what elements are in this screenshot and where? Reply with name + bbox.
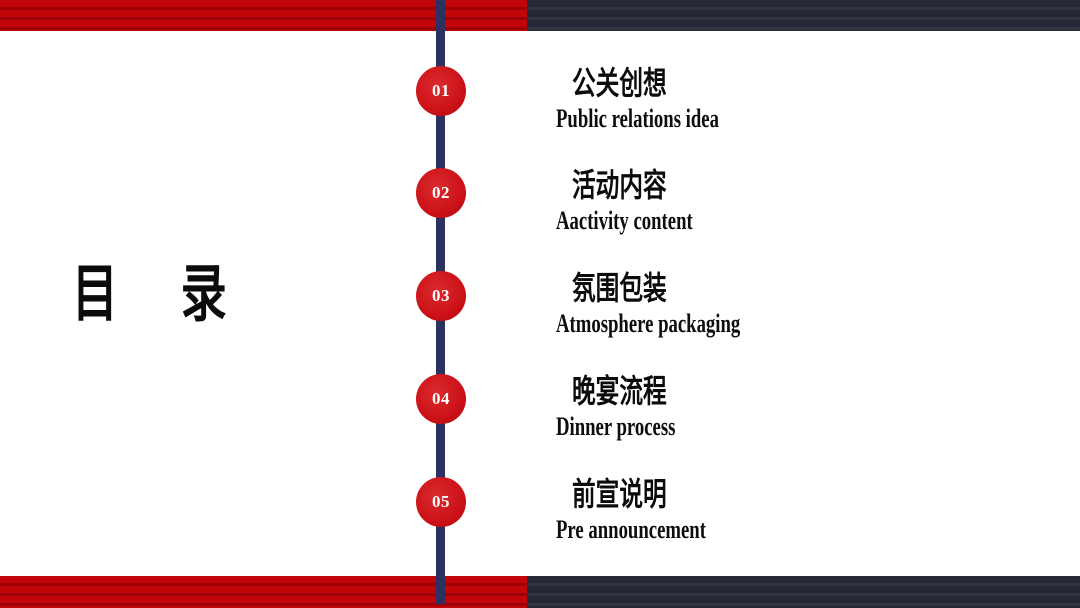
item-3-number-badge: 03	[416, 271, 466, 321]
top-bar-dark	[527, 0, 1080, 31]
page-title: 目 录	[72, 255, 227, 335]
item-2-number-badge: 02	[416, 168, 466, 218]
item-3-number: 03	[432, 286, 450, 305]
item-1-number-badge: 01	[416, 66, 466, 116]
page-title-char-1: 目	[72, 261, 118, 329]
item-5-number-badge: 05	[416, 477, 466, 527]
item-4-number-badge: 04	[416, 374, 466, 424]
toc-item-1[interactable]: 01 公关创想 Public relations idea	[0, 40, 1080, 142]
item-1-title-zh: 公关创想	[572, 65, 667, 101]
page-title-char-2: 录	[180, 261, 227, 329]
item-1-number: 01	[432, 81, 450, 100]
item-4-title-en: Dinner process	[556, 412, 676, 441]
toc-item-3[interactable]: 03 氛围包装 Atmosphere packaging	[0, 245, 1080, 347]
toc-item-5[interactable]: 05 前宣说明 Pre announcement	[0, 451, 1080, 553]
item-5-title-en: Pre announcement	[556, 515, 706, 544]
item-1-title-en: Public relations idea	[556, 104, 719, 133]
top-bar-red	[0, 0, 527, 31]
bottom-bar-red	[0, 576, 527, 608]
item-5-number: 05	[432, 492, 450, 511]
toc-item-2[interactable]: 02 活动内容 Aactivity content	[0, 142, 1080, 244]
item-5-title-zh: 前宣说明	[572, 476, 667, 512]
item-4-title-zh: 晚宴流程	[572, 373, 667, 409]
item-2-title-en: Aactivity content	[556, 206, 693, 235]
item-3-title-zh: 氛围包装	[572, 270, 667, 306]
item-3-title-en: Atmosphere packaging	[556, 309, 741, 338]
item-4-number: 04	[432, 389, 450, 408]
item-2-number: 02	[432, 183, 450, 202]
item-2-title-zh: 活动内容	[572, 167, 667, 203]
bottom-bar-dark	[527, 576, 1080, 608]
toc-item-4[interactable]: 04 晚宴流程 Dinner process	[0, 348, 1080, 450]
